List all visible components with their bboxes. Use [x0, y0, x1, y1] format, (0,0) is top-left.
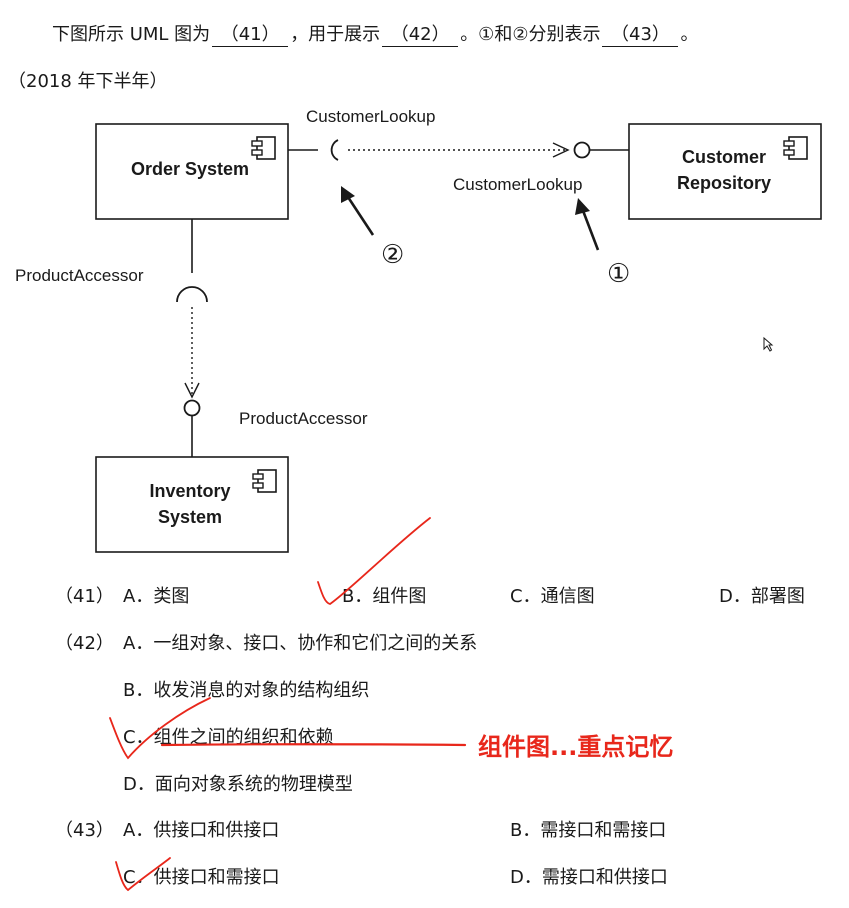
product-accessor-required-interface	[176, 219, 208, 303]
uml-component-diagram: Order System Customer Repository Invento…	[15, 107, 822, 553]
q41-option-d: D．部署图	[719, 586, 805, 607]
question-prefix: 下图所示 UML 图为	[52, 24, 211, 45]
q41-option-b: B．组件图	[342, 586, 427, 607]
customer-lookup-provided-interface	[573, 141, 629, 159]
order-system-component: Order System	[95, 123, 289, 220]
customer-repository-component: Customer Repository	[628, 123, 822, 220]
question-text: 下图所示 UML 图为 （41） ，用于展示 （42） 。①和②分别表示 （43…	[52, 20, 698, 47]
annotation-note: 组件图...重点记忆	[478, 733, 674, 761]
repository-label: Repository	[677, 173, 771, 193]
q43-option-c: C．供接口和需接口	[123, 867, 280, 888]
q43-option-b: B．需接口和需接口	[510, 820, 667, 841]
q43-number: （43）	[55, 820, 114, 841]
q41-option-a: A．类图	[123, 586, 190, 607]
q42-option-c: C．组件之间的组织和依赖	[123, 727, 334, 748]
q43-option-a: A．供接口和供接口	[123, 820, 280, 841]
question-mid-2: 。①和②分别表示	[460, 24, 601, 45]
question-suffix: 。	[680, 24, 699, 45]
marker-1: ①	[607, 259, 630, 289]
product-accessor-provided-interface	[183, 399, 201, 457]
cursor-icon	[763, 336, 774, 352]
marker-2-arrow	[341, 186, 375, 236]
product-accessor-dependency	[184, 307, 200, 399]
q42-number: （42）	[55, 633, 114, 654]
question-year: （2018 年下半年）	[8, 71, 168, 92]
system-label: System	[158, 507, 222, 527]
product-accessor-provided-label: ProductAccessor	[239, 409, 368, 428]
order-system-label: Order System	[131, 159, 249, 179]
q43-option-d: D．需接口和供接口	[510, 867, 668, 888]
q41-number: （41）	[55, 586, 114, 607]
customer-label: Customer	[682, 147, 766, 167]
blank-41: （41）	[212, 20, 289, 47]
customer-lookup-dependency	[348, 142, 570, 158]
customer-lookup-required-label: CustomerLookup	[306, 107, 435, 126]
q41-option-c: C．通信图	[510, 586, 595, 607]
q42-option-a: A．一组对象、接口、协作和它们之间的关系	[123, 633, 478, 654]
marker-1-arrow	[575, 198, 600, 251]
inventory-label: Inventory	[149, 481, 230, 501]
marker-2: ②	[381, 240, 404, 270]
blank-42: （42）	[382, 20, 459, 47]
customer-lookup-required-interface	[288, 139, 339, 161]
customer-lookup-provided-label: CustomerLookup	[453, 175, 582, 194]
q42-option-b: B．收发消息的对象的结构组织	[123, 680, 370, 701]
q42-option-d: D．面向对象系统的物理模型	[123, 774, 353, 795]
question-mid-1: ，用于展示	[290, 24, 381, 45]
blank-43: （43）	[602, 20, 679, 47]
product-accessor-required-label: ProductAccessor	[15, 266, 144, 285]
inventory-system-component: Inventory System	[95, 456, 289, 553]
